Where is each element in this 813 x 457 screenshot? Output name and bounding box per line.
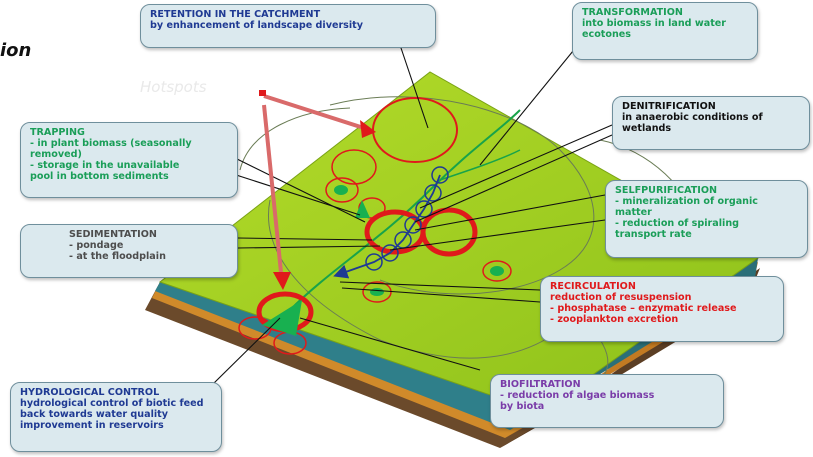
- callout-denitrification: DENITRIFICATION in anaerobic conditions …: [612, 96, 810, 150]
- hotspot-circle: [331, 149, 377, 185]
- callout-retention: RETENTION IN THE CATCHMENT by enhancemen…: [140, 4, 436, 48]
- callout-title: HYDROLOGICAL CONTROL: [20, 387, 160, 398]
- callout-trapping: TRAPPING - in plant biomass (seasonally …: [20, 122, 238, 198]
- callout-line: wetlands: [622, 123, 672, 134]
- callout-line: pool in bottom sediments: [30, 171, 169, 182]
- hydro-green-arrow: [262, 300, 302, 336]
- channel-circles: [365, 166, 449, 271]
- stream-branch: [439, 149, 521, 181]
- callout-hydrological: HYDROLOGICAL CONTROL hydrological contro…: [10, 382, 222, 452]
- callout-title: SEDIMENTATION: [69, 229, 157, 240]
- callout-title: RETENTION IN THE CATCHMENT: [150, 9, 321, 20]
- pink-arrows: [259, 90, 376, 290]
- callout-line: - in plant biomass (seasonally: [30, 138, 192, 149]
- callout-line: removed): [30, 149, 82, 160]
- callout-line: - at the floodplain: [69, 251, 166, 262]
- callout-line: transport rate: [615, 229, 692, 240]
- soil-layers: [145, 258, 760, 448]
- callout-line: - reduction of algae biomass: [500, 390, 655, 401]
- callout-selfpurification: SELFPURIFICATION - mineralization of org…: [605, 180, 808, 258]
- ghost-hotspots-text: Hotspots: [140, 78, 207, 96]
- callout-title: TRAPPING: [30, 127, 85, 138]
- callout-line: hydrological control of biotic feed: [20, 398, 204, 409]
- callout-title: DENITRIFICATION: [622, 101, 716, 112]
- hotspot-circle-major: [420, 207, 478, 257]
- hotspot-circle: [238, 316, 272, 340]
- flow-arrow: [333, 174, 441, 279]
- callout-title: SELFPURIFICATION: [615, 185, 718, 196]
- callout-line: - reduction of spiraling: [615, 218, 740, 229]
- hotspot-circle: [482, 260, 512, 282]
- callout-transformation: TRANSFORMATION into biomass in land wate…: [572, 2, 758, 60]
- hotspot-circle: [325, 177, 359, 203]
- callout-biofiltration: BIOFILTRATION - reduction of algae bioma…: [490, 374, 724, 428]
- callout-line: - phosphatase – enzymatic release: [550, 303, 737, 314]
- callout-line: - mineralization of organic: [615, 196, 758, 207]
- callout-line: ecotones: [582, 29, 632, 40]
- callout-line: matter: [615, 207, 652, 218]
- callout-line: - storage in the unavailable: [30, 160, 180, 171]
- green-patches: [262, 185, 504, 336]
- callout-line: back towards water quality: [20, 409, 169, 420]
- callout-line: into biomass in land water: [582, 18, 727, 29]
- callout-sedimentation: SEDIMENTATION - pondage - at the floodpl…: [20, 224, 238, 278]
- callout-line: in anaerobic conditions of: [622, 112, 763, 123]
- callout-title: RECIRCULATION: [550, 281, 636, 292]
- callout-line: by enhancement of landscape diversity: [150, 20, 364, 31]
- callout-line: improvement in reservoirs: [20, 420, 164, 431]
- callout-line: reduction of resuspension: [550, 292, 692, 303]
- callout-line: by biota: [500, 401, 545, 412]
- callout-title: BIOFILTRATION: [500, 379, 581, 390]
- corner-title: ion: [0, 40, 32, 61]
- callout-recirculation: RECIRCULATION reduction of resuspension …: [540, 276, 784, 342]
- pointer-lines: [211, 39, 613, 386]
- callout-line: - zooplankton excretion: [550, 314, 679, 325]
- callout-title: TRANSFORMATION: [582, 7, 683, 18]
- callout-line: - pondage: [69, 240, 124, 251]
